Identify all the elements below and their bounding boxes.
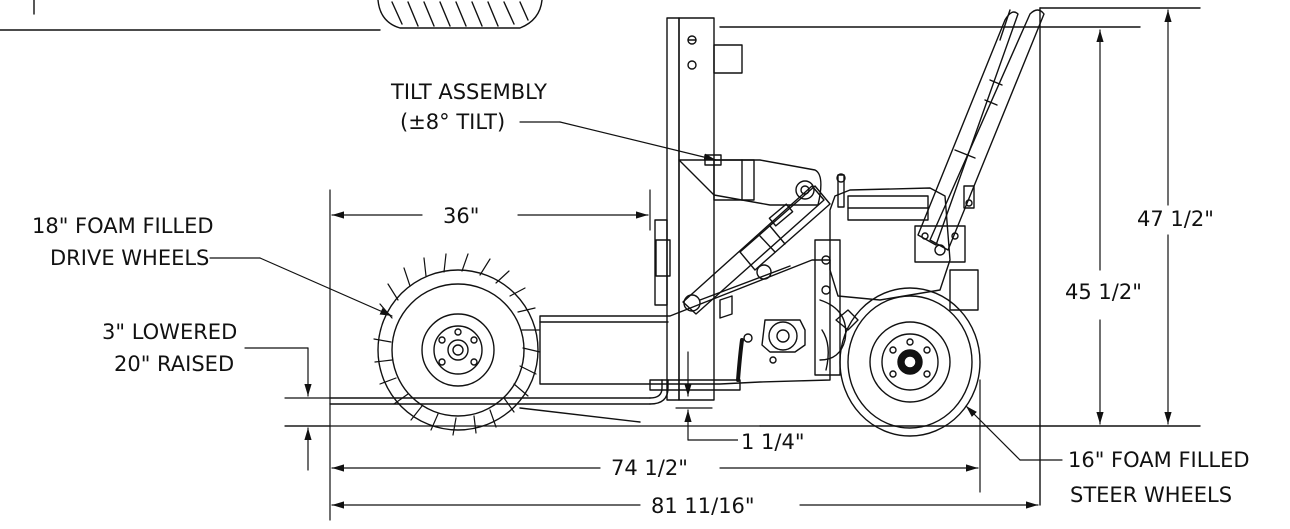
handle-height-dimension: 45 1/2" <box>1062 280 1145 304</box>
drive-wheel-callout-line1: 18" FOAM FILLED <box>32 214 214 238</box>
steer-wheel-callout-line2: STEER WHEELS <box>1070 483 1233 507</box>
fork-clearance-dimension: 1 1/4" <box>738 430 808 454</box>
raised-wheel-partial <box>0 0 543 31</box>
tilt-callout-line2: (±8° TILT) <box>400 110 506 134</box>
steer-wheel <box>839 287 981 437</box>
drive-wheel <box>373 253 541 436</box>
fork-length-dimension: 36" <box>440 204 483 228</box>
tilt-callout-line1: TILT ASSEMBLY <box>391 80 547 104</box>
drive-wheel-callout-line2: DRIVE WHEELS <box>50 246 210 270</box>
steering-handle <box>917 9 1045 251</box>
hydraulic-cylinder <box>682 180 831 315</box>
fork-height-callout-line2: 20" RAISED <box>114 352 235 376</box>
dimension-lines <box>244 9 1172 521</box>
overall-height-dimension: 47 1/2" <box>1134 207 1217 231</box>
wheelbase-dimension: 74 1/2" <box>608 456 691 480</box>
chassis <box>539 259 831 391</box>
fork-height-callout-line1: 3" LOWERED <box>102 320 238 344</box>
engine <box>814 173 979 376</box>
mast <box>654 17 743 401</box>
forks <box>329 379 669 423</box>
leader-lines <box>209 121 1063 461</box>
steer-wheel-callout-line1: 16" FOAM FILLED <box>1068 448 1250 472</box>
overall-length-dimension: 81 11/16" <box>648 494 758 518</box>
